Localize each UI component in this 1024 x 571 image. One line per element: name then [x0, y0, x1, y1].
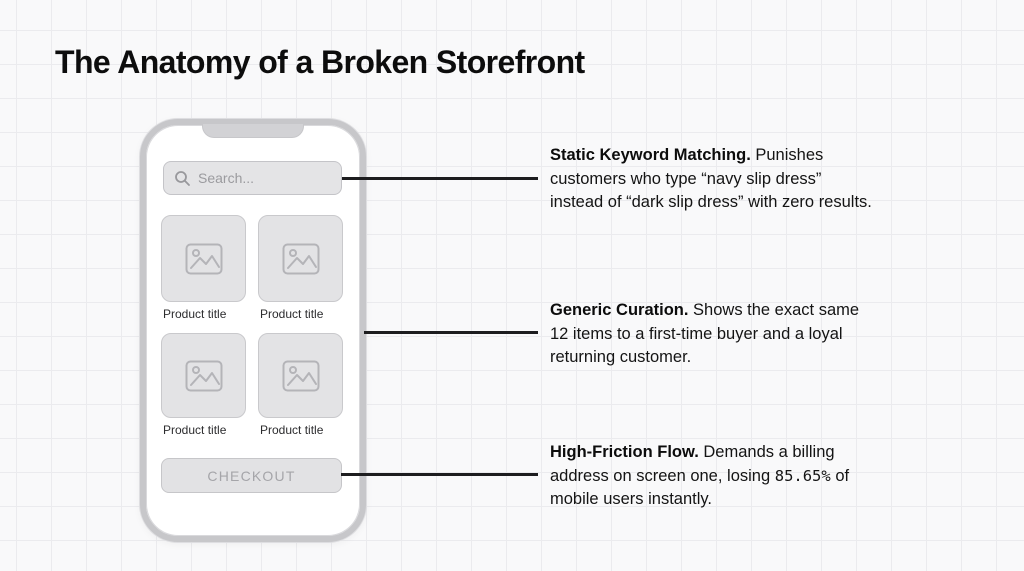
product-title: Product title	[163, 307, 227, 321]
image-placeholder-icon	[185, 360, 222, 391]
annotation-heading: Generic Curation.	[550, 301, 689, 319]
connector-line-grid	[364, 331, 538, 334]
image-placeholder-icon	[282, 360, 319, 391]
product-title: Product title	[163, 423, 227, 437]
annotation-body: Demands a billing address on screen one,…	[550, 443, 835, 485]
product-card[interactable]	[258, 215, 343, 302]
checkout-button-label: CHECKOUT	[207, 467, 296, 484]
product-title: Product title	[260, 423, 324, 437]
page-title: The Anatomy of a Broken Storefront	[55, 44, 585, 80]
product-title: Product title	[260, 307, 324, 321]
connector-line-checkout	[341, 473, 538, 476]
annotation-heading: Static Keyword Matching.	[550, 146, 751, 164]
search-input[interactable]: Search...	[163, 161, 342, 195]
product-card[interactable]	[161, 333, 246, 418]
phone-mockup: Search... Product title Product title	[140, 119, 366, 542]
annotation-body: Shows the exact same 12 items to a first…	[550, 301, 860, 366]
drop-off-stat: 85.65%	[774, 466, 831, 485]
annotation-generic-curation: Generic Curation. Shows the exact same 1…	[550, 299, 948, 370]
search-icon	[175, 170, 190, 186]
connector-line-search	[342, 177, 538, 180]
annotation-body: of mobile users instantly.	[550, 466, 850, 509]
annotation-high-friction-flow: High-Friction Flow. Demands a billing ad…	[550, 441, 948, 512]
product-card[interactable]	[161, 215, 246, 302]
image-placeholder-icon	[185, 243, 222, 274]
annotation-heading: High-Friction Flow.	[550, 443, 699, 461]
search-placeholder: Search...	[198, 170, 255, 186]
phone-notch	[202, 124, 304, 138]
annotation-body: Punishes customers who type “navy slip d…	[550, 146, 872, 211]
checkout-button[interactable]: CHECKOUT	[161, 458, 342, 493]
image-placeholder-icon	[282, 243, 319, 274]
annotation-static-keyword-matching: Static Keyword Matching. Punishes custom…	[550, 144, 948, 215]
product-card[interactable]	[258, 333, 343, 418]
